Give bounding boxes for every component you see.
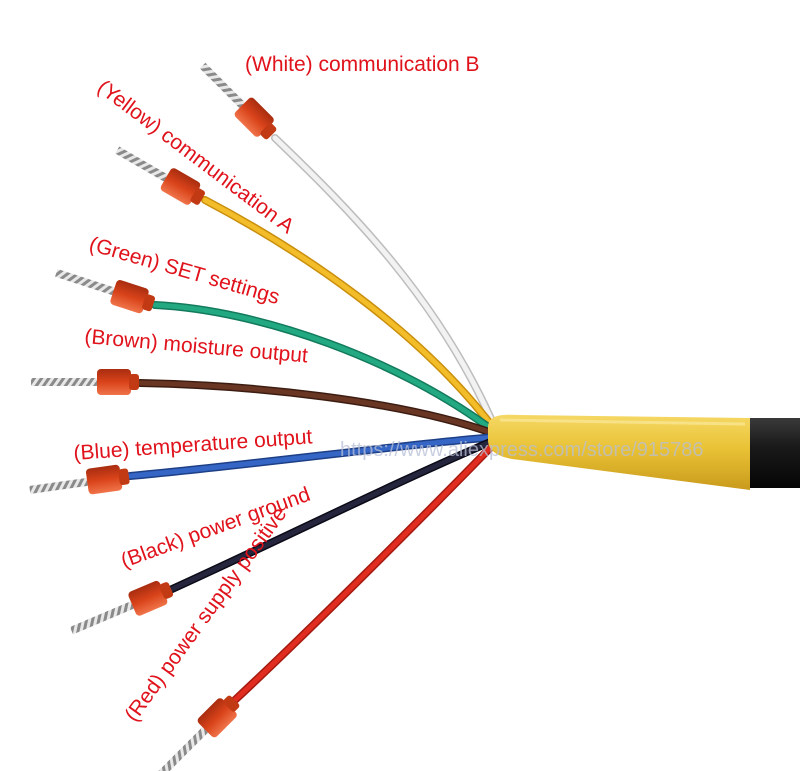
ferrule-black: [69, 580, 174, 635]
ferrule-green: [55, 269, 156, 314]
ferrule-white: [199, 62, 277, 140]
label-black: (Black) power ground: [118, 483, 313, 573]
wire-yellow: [201, 196, 499, 434]
wire-brown: [136, 379, 499, 438]
heat-shrink-sleeve: [488, 414, 750, 490]
wire-green: [151, 301, 499, 436]
cable-jacket: [740, 418, 800, 488]
watermark-text: https://www.aliexpress.com/store/915786: [340, 439, 704, 461]
wire-red: [231, 439, 499, 704]
ferrule-yellow: [115, 146, 206, 205]
wire-blue: [126, 433, 499, 480]
label-brown: (Brown) moisture output: [84, 325, 309, 367]
ferrule-red: [157, 695, 240, 771]
ferrule-blue: [29, 464, 130, 495]
label-white: (White) communication B: [245, 53, 480, 76]
wire-black: [166, 436, 499, 594]
wire-white: [271, 134, 499, 432]
ferrule-brown: [31, 369, 139, 395]
